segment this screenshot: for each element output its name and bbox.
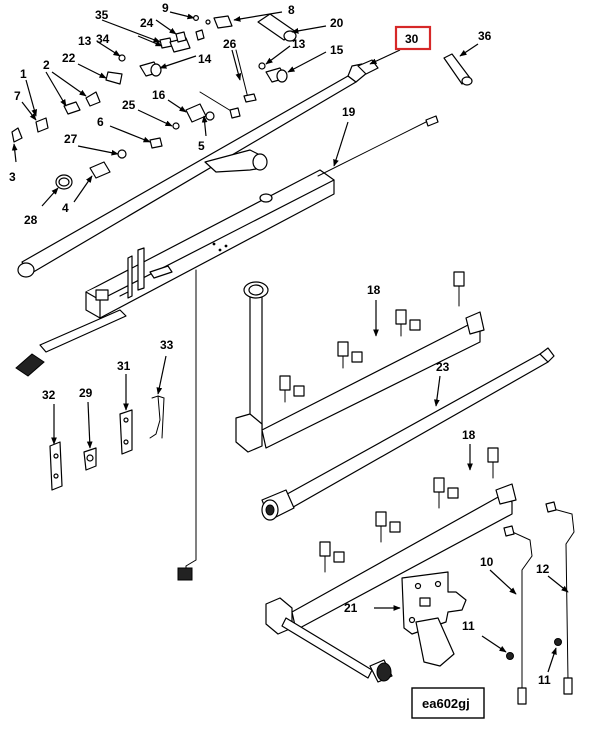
callout-1: 1 <box>20 67 27 81</box>
sensor-wire-10 <box>503 525 533 705</box>
callout-32: 32 <box>42 388 56 402</box>
callout-6: 6 <box>97 115 104 129</box>
callout-36: 36 <box>478 29 492 43</box>
small-parts-cluster <box>11 13 473 190</box>
leader-lines <box>11 11 569 673</box>
callout-23: 23 <box>436 360 450 374</box>
callout-labels: 35 24 9 8 20 13 34 14 26 13 15 22 1 2 7 … <box>9 1 551 687</box>
small-brackets-lower-left <box>49 395 165 491</box>
callout-5: 5 <box>198 139 205 153</box>
highlight-box <box>394 25 432 51</box>
callout-2: 2 <box>43 58 50 72</box>
rail-connectors-upper <box>279 271 465 403</box>
callout-10: 10 <box>480 555 494 569</box>
callout-14: 14 <box>198 52 212 66</box>
callout-20: 20 <box>330 16 344 30</box>
callout-26: 26 <box>223 37 237 51</box>
fuel-rail-harness-upper <box>235 271 485 453</box>
callout-24: 24 <box>140 16 154 30</box>
callout-34: 34 <box>96 32 110 46</box>
callout-12: 12 <box>536 562 550 576</box>
main-harness-assembly <box>15 59 439 581</box>
callout-22: 22 <box>62 51 76 65</box>
callout-8: 8 <box>288 3 295 17</box>
callout-18-lower: 18 <box>462 428 476 442</box>
nuts-11 <box>506 638 562 660</box>
callout-11-left: 11 <box>462 619 475 633</box>
callout-31: 31 <box>117 359 131 373</box>
callout-13-left: 13 <box>78 34 92 48</box>
callout-25: 25 <box>122 98 136 112</box>
figure-id: ea602gj <box>422 696 470 711</box>
fuel-rail-harness-lower <box>265 447 517 683</box>
figure-id-box: ea602gj <box>411 687 485 719</box>
callout-7: 7 <box>14 89 21 103</box>
callout-9: 9 <box>162 1 169 15</box>
callout-19: 19 <box>342 105 356 119</box>
callout-3: 3 <box>9 170 16 184</box>
callout-13-right: 13 <box>292 37 306 51</box>
callout-30: 30 <box>405 32 419 46</box>
callout-4: 4 <box>62 201 69 215</box>
callout-11-right: 11 <box>538 673 551 687</box>
callout-18-upper: 18 <box>367 283 381 297</box>
callout-35: 35 <box>95 8 109 22</box>
callout-28: 28 <box>24 213 38 227</box>
long-tube-23 <box>261 347 555 521</box>
callout-29: 29 <box>79 386 93 400</box>
mounting-bracket-21 <box>401 571 467 667</box>
callout-27: 27 <box>64 132 78 146</box>
callout-16: 16 <box>152 88 166 102</box>
callout-21: 21 <box>344 601 358 615</box>
callout-33: 33 <box>160 338 174 352</box>
highlighted-callout-30[interactable]: 30 <box>394 25 432 51</box>
callout-15: 15 <box>330 43 344 57</box>
rail-connectors-lower <box>319 447 499 573</box>
